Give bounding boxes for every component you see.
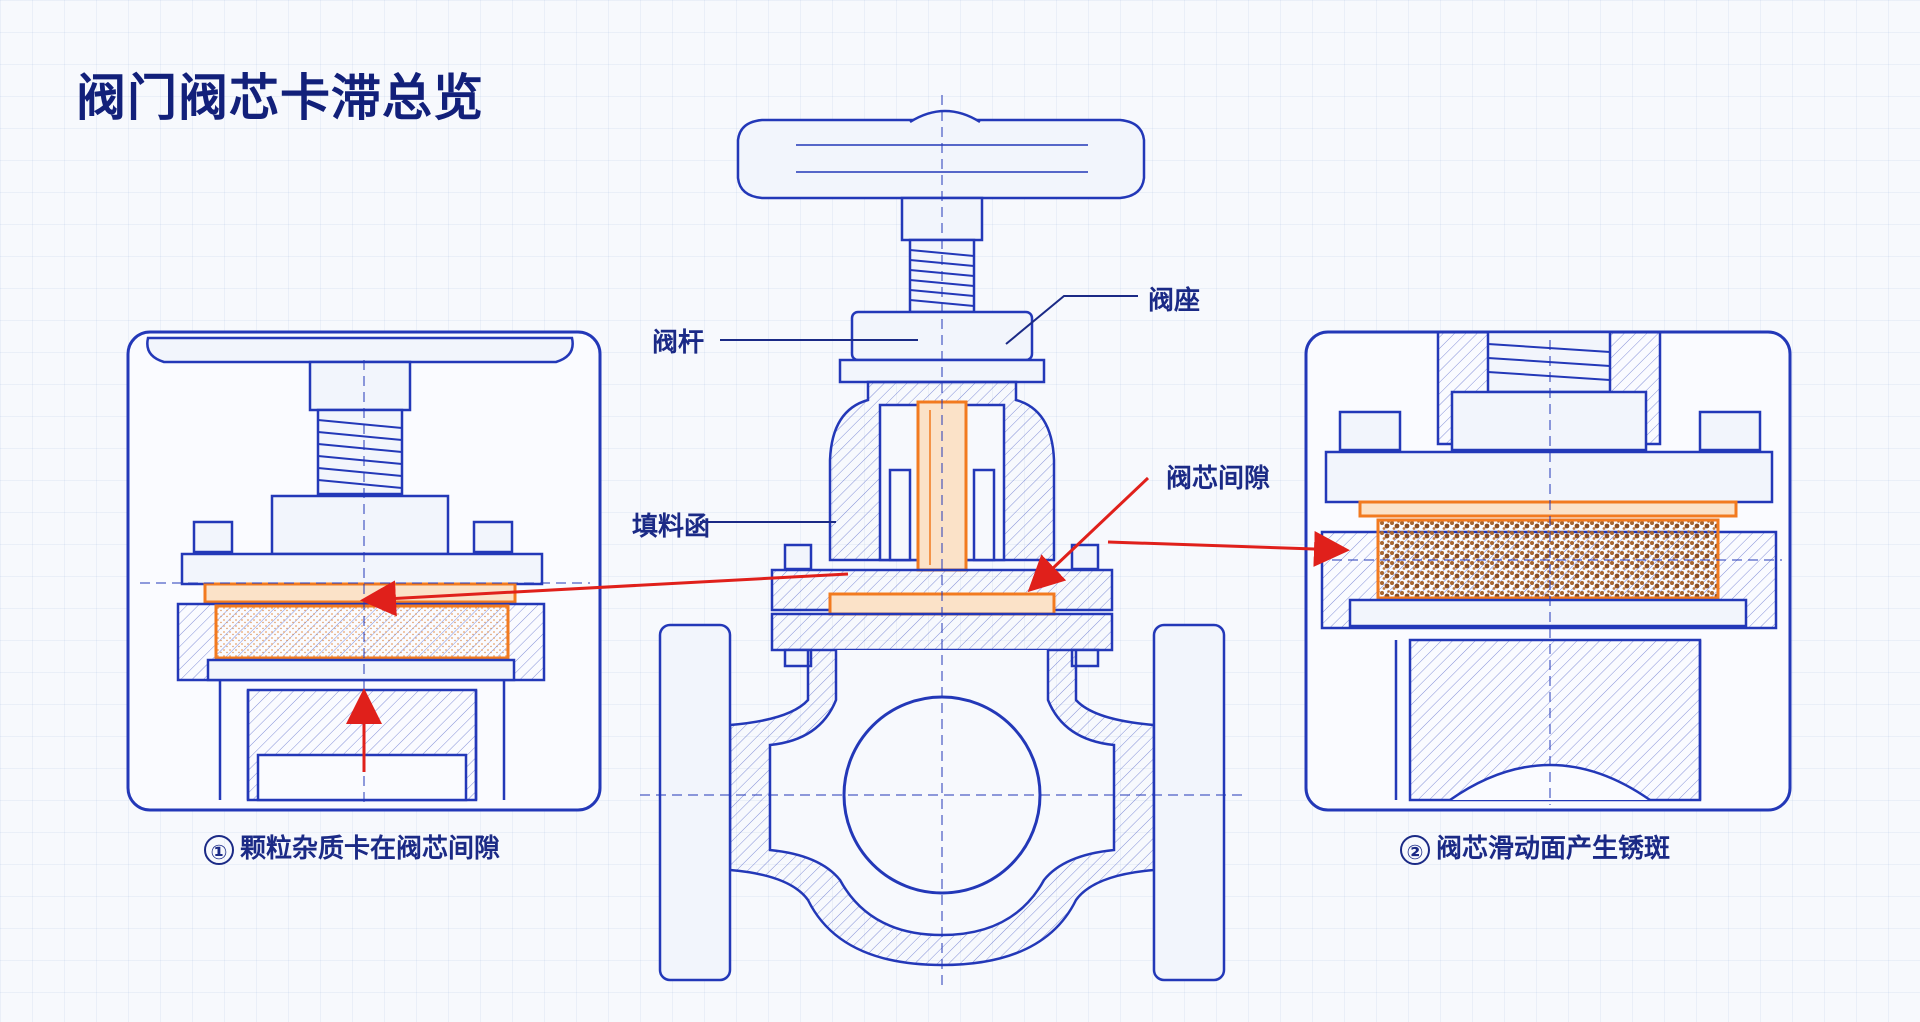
detail-panel-right bbox=[1304, 330, 1792, 812]
main-valve bbox=[640, 95, 1245, 985]
caption-left-text: 颗粒杂质卡在阀芯间隙 bbox=[240, 834, 501, 864]
handwheel bbox=[736, 109, 1146, 242]
caption-right-text: 阀芯滑动面产生锈斑 bbox=[1436, 834, 1671, 864]
stem-label: 阀杆 bbox=[652, 328, 705, 358]
leader-lines bbox=[700, 295, 1138, 523]
left-link-arrow bbox=[360, 572, 849, 617]
gap-label: 阀芯间隙 bbox=[1166, 464, 1271, 494]
caption-left-number: ① bbox=[204, 834, 234, 865]
seat-label: 阀座 bbox=[1148, 286, 1201, 316]
red-arrows bbox=[346, 476, 1350, 772]
caption-right-number: ② bbox=[1400, 834, 1430, 865]
right-link-arrow bbox=[1107, 530, 1350, 567]
page-title: 阀门阀芯卡滞总览 bbox=[76, 69, 484, 127]
seat-leader bbox=[1005, 295, 1138, 345]
packing-label: 填料函 bbox=[632, 512, 711, 542]
detail-panel-left bbox=[126, 330, 602, 812]
gap-arrow bbox=[1027, 476, 1150, 593]
